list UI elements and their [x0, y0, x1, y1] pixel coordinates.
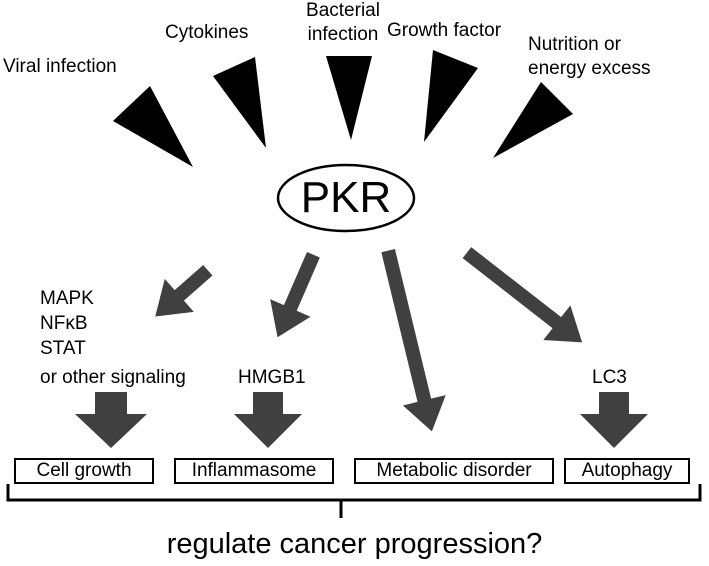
label-nutrition-line1: Nutrition or	[528, 34, 621, 55]
arrow-to-metabolic	[381, 248, 446, 432]
down-arrows	[75, 392, 648, 448]
pkr-ellipse	[276, 163, 416, 233]
down-arrow-lc3	[580, 392, 648, 448]
box-metabolic-disorder: Metabolic disorder	[354, 458, 554, 484]
pkr-label: PKR	[300, 173, 392, 222]
arrows-from-pkr	[155, 247, 583, 432]
label-mapk: MAPK	[40, 288, 94, 309]
arrow-to-signaling	[155, 265, 213, 317]
label-viral-infection: Viral infection	[3, 56, 117, 77]
wedge-nutrition-energy	[493, 82, 573, 158]
box-inflammasome: Inflammasome	[174, 458, 334, 484]
box-cell-growth: Cell growth	[14, 458, 154, 484]
label-nfkb: NFκB	[40, 313, 88, 334]
wedge-bacterial-infection	[326, 56, 372, 140]
down-arrow-signaling	[75, 392, 147, 448]
bottom-bracket	[6, 484, 702, 518]
label-bacterial-line2: infection	[307, 24, 379, 45]
label-growth-factor: Growth factor	[387, 20, 502, 41]
label-lc3: LC3	[592, 367, 627, 388]
label-other-signaling: or other signaling	[40, 367, 186, 388]
label-hmgb1: HMGB1	[238, 367, 306, 388]
arrow-to-hmgb1	[270, 251, 320, 338]
wedge-cytokines	[213, 57, 266, 148]
wedge-viral-infection	[113, 86, 193, 167]
label-nutrition-line2: energy excess	[528, 58, 651, 79]
label-stat: STAT	[40, 338, 86, 359]
wedge-growth-factor	[424, 50, 478, 142]
conclusion-text: regulate cancer progression?	[166, 528, 543, 560]
box-autophagy: Autophagy	[564, 458, 690, 484]
down-arrow-hmgb1	[234, 392, 302, 448]
arrow-to-lc3	[462, 247, 583, 343]
label-cytokines: Cytokines	[165, 22, 249, 43]
label-bacterial-line1: Bacterial	[306, 0, 380, 21]
